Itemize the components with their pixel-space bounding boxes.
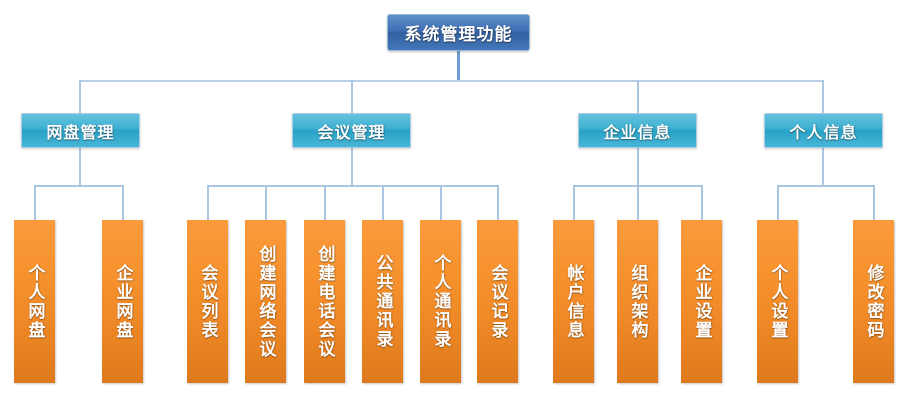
node-leaf-label: 公共通讯录 xyxy=(372,254,393,349)
node-leaf-create-web-meeting[interactable]: 创建网络会议 xyxy=(245,220,286,383)
connector-drop-leaf-1-1 xyxy=(34,185,36,221)
node-leaf-enterprise-settings[interactable]: 企业设置 xyxy=(681,220,722,383)
node-branch-meeting-management[interactable]: 会议管理 xyxy=(292,113,411,148)
node-root-system-management[interactable]: 系统管理功能 xyxy=(387,14,530,51)
node-leaf-label: 会议列表 xyxy=(197,263,218,340)
node-leaf-change-password[interactable]: 修改密码 xyxy=(853,220,894,383)
node-leaf-label: 个人网盘 xyxy=(24,263,45,340)
node-leaf-account-info[interactable]: 帐户信息 xyxy=(553,220,594,383)
node-leaf-label: 创建网络会议 xyxy=(255,244,276,359)
node-leaf-label: 组织架构 xyxy=(627,263,648,340)
node-leaf-create-phone-meeting[interactable]: 创建电话会议 xyxy=(304,220,345,383)
connector-bus-branch-2 xyxy=(207,185,498,187)
node-leaf-public-contacts[interactable]: 公共通讯录 xyxy=(362,220,403,383)
connector-drop-branch-2 xyxy=(351,80,353,114)
node-leaf-label: 修改密码 xyxy=(863,263,884,340)
connector-stem-branch-4 xyxy=(822,148,824,186)
connector-stem-branch-2 xyxy=(351,148,353,186)
connector-drop-leaf-4-1 xyxy=(777,185,779,221)
node-leaf-personal-contacts[interactable]: 个人通讯录 xyxy=(420,220,461,383)
node-branch-label: 网盘管理 xyxy=(46,122,115,142)
node-leaf-label: 个人通讯录 xyxy=(430,254,451,349)
connector-drop-leaf-3-1 xyxy=(573,185,575,221)
node-branch-label: 企业信息 xyxy=(603,122,672,142)
node-leaf-label: 会议记录 xyxy=(487,263,508,340)
connector-drop-leaf-1-2 xyxy=(122,185,124,221)
connector-stem-branch-1 xyxy=(79,148,81,186)
connector-root-stem xyxy=(457,51,460,81)
node-leaf-meeting-records[interactable]: 会议记录 xyxy=(477,220,518,383)
connector-drop-branch-4 xyxy=(822,80,824,114)
node-branch-label: 个人信息 xyxy=(789,122,858,142)
node-leaf-meeting-list[interactable]: 会议列表 xyxy=(187,220,228,383)
connector-bus-branch-1 xyxy=(34,185,124,187)
node-branch-network-disk-management[interactable]: 网盘管理 xyxy=(21,113,140,148)
node-leaf-label: 企业网盘 xyxy=(112,263,133,340)
node-leaf-personal-settings[interactable]: 个人设置 xyxy=(757,220,798,383)
node-branch-label: 会议管理 xyxy=(317,122,386,142)
connector-drop-leaf-2-3 xyxy=(324,185,326,221)
node-leaf-label: 企业设置 xyxy=(691,263,712,340)
connector-stem-branch-3 xyxy=(637,148,639,186)
connector-drop-branch-1 xyxy=(79,80,81,114)
connector-drop-branch-3 xyxy=(637,80,639,114)
connector-bus-branch-4 xyxy=(777,185,875,187)
connector-drop-leaf-2-4 xyxy=(382,185,384,221)
node-branch-enterprise-info[interactable]: 企业信息 xyxy=(578,113,697,148)
node-leaf-label: 帐户信息 xyxy=(563,263,584,340)
node-leaf-label: 个人设置 xyxy=(767,263,788,340)
connector-drop-leaf-4-2 xyxy=(873,185,875,221)
connector-drop-leaf-2-6 xyxy=(497,185,499,221)
node-root-label: 系统管理功能 xyxy=(404,25,513,45)
connector-drop-leaf-2-5 xyxy=(440,185,442,221)
connector-drop-leaf-2-1 xyxy=(207,185,209,221)
node-leaf-enterprise-disk[interactable]: 企业网盘 xyxy=(102,220,143,383)
node-branch-personal-info[interactable]: 个人信息 xyxy=(764,113,883,148)
connector-drop-leaf-3-3 xyxy=(701,185,703,221)
connector-level1-bus xyxy=(79,80,823,82)
connector-drop-leaf-3-2 xyxy=(637,185,639,221)
node-leaf-label: 创建电话会议 xyxy=(314,244,335,359)
node-leaf-personal-disk[interactable]: 个人网盘 xyxy=(14,220,55,383)
connector-drop-leaf-2-2 xyxy=(265,185,267,221)
node-leaf-org-structure[interactable]: 组织架构 xyxy=(617,220,658,383)
